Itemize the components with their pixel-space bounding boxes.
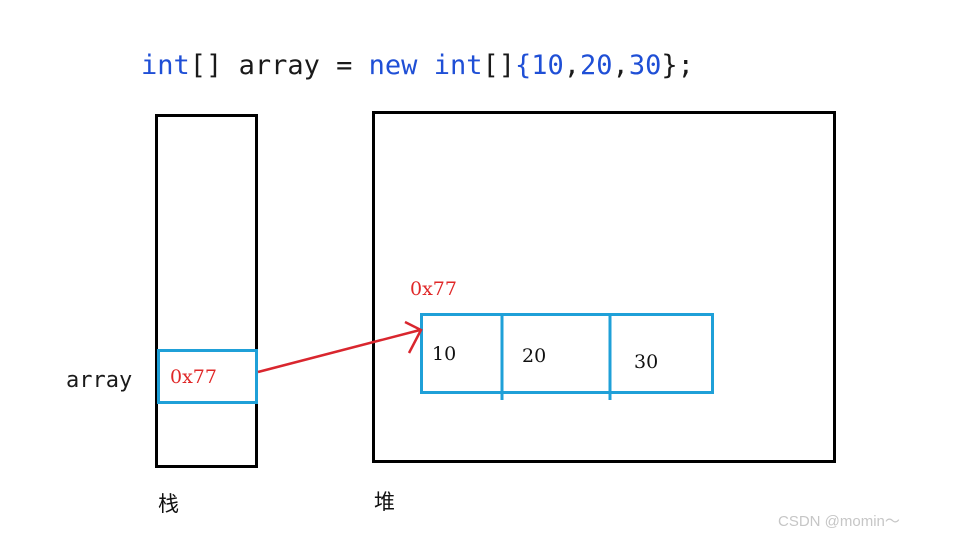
value-3: 30	[628, 50, 662, 81]
variable-name: array	[238, 50, 320, 81]
array-cell-1: 10	[432, 343, 457, 365]
heap-array	[420, 313, 714, 394]
heap-address-label: 0x77	[410, 278, 457, 300]
stack-reference-value: 0x77	[170, 366, 217, 388]
stack-reference-cell: 0x77	[157, 349, 258, 404]
heap-caption: 堆	[374, 490, 395, 514]
brackets: []	[189, 50, 223, 81]
value-2: 20	[580, 50, 613, 81]
stack-box	[155, 114, 258, 468]
brackets-2: []	[482, 50, 515, 81]
value-1: 10	[531, 50, 564, 81]
code-line: int[] array = new int[]{10,20,30};	[141, 50, 694, 81]
equals-sign: =	[336, 50, 353, 81]
type-keyword-2: int	[433, 50, 483, 81]
open-brace: {	[514, 50, 532, 81]
watermark: CSDN @momin～	[778, 513, 900, 530]
heap-box	[372, 111, 836, 463]
close-brace-semicolon: };	[661, 50, 694, 81]
stack-variable-label: array	[66, 368, 133, 393]
type-keyword: int	[141, 50, 190, 81]
array-cell-3: 30	[634, 351, 659, 373]
array-cell-2: 20	[522, 345, 547, 367]
stack-caption: 栈	[158, 492, 179, 516]
new-keyword: new	[368, 50, 418, 81]
